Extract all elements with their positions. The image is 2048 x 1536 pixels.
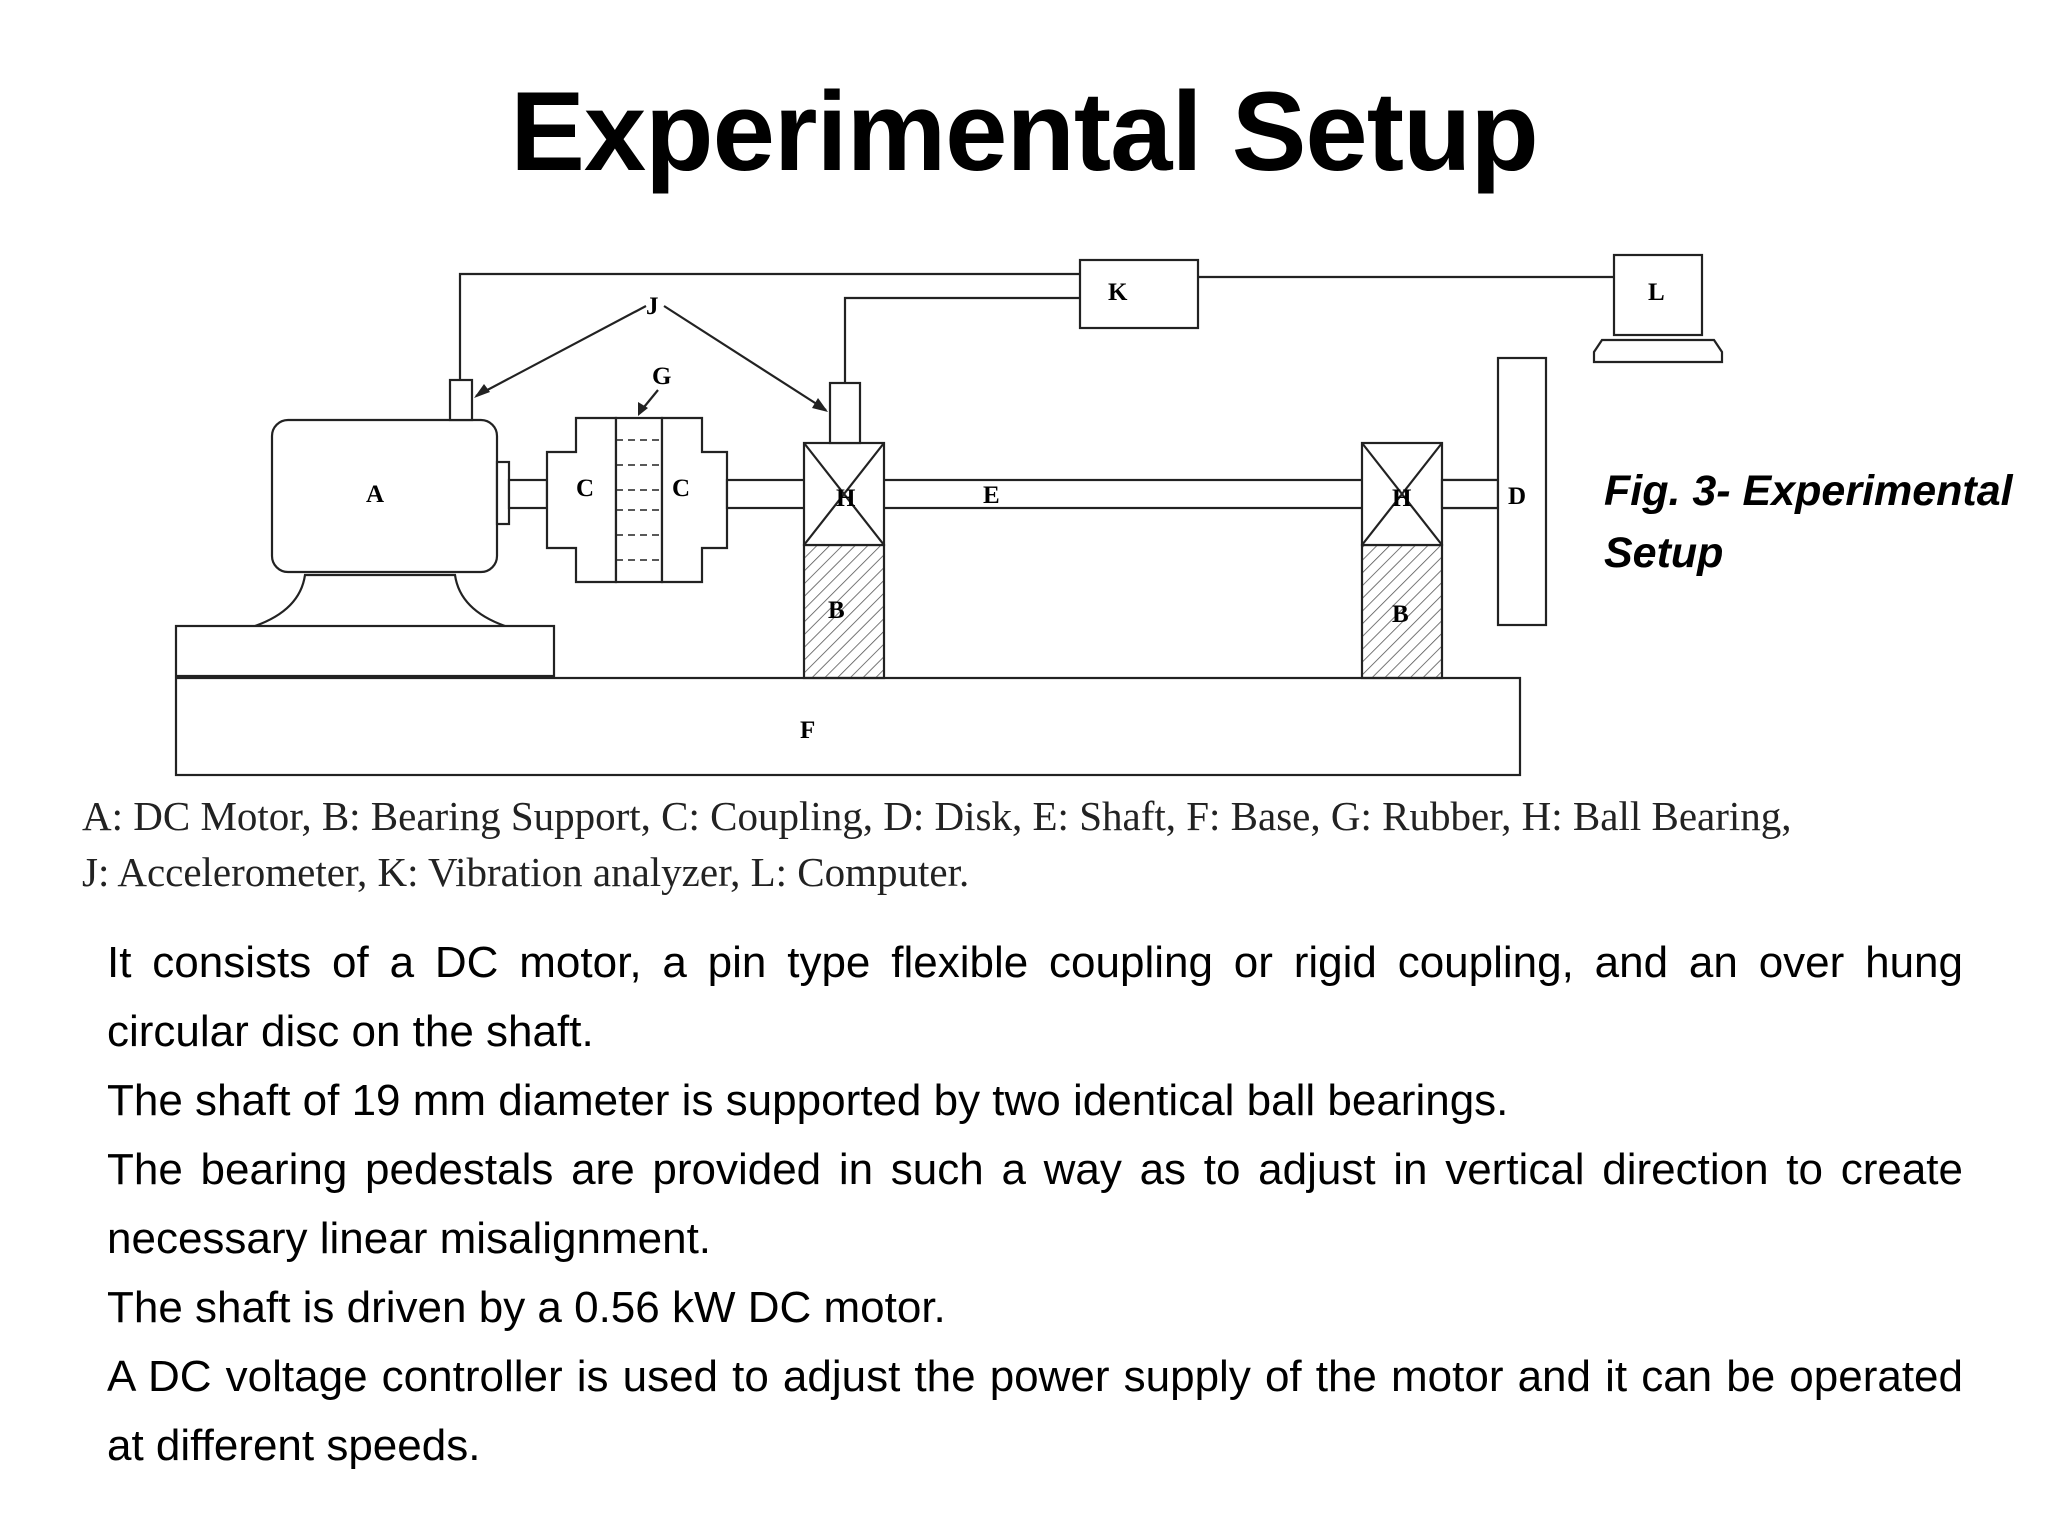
arrow-j-bearing bbox=[663, 305, 827, 411]
motor-body bbox=[270, 418, 499, 574]
label-coupling-left: C bbox=[576, 475, 594, 502]
disk bbox=[1496, 356, 1548, 627]
shaft-end bbox=[1440, 478, 1500, 510]
experimental-setup-diagram: A C C G J K L H E B H B D F bbox=[174, 253, 1724, 777]
paragraph: A DC voltage controller is used to adjus… bbox=[107, 1352, 1963, 1470]
bearing-accelerometer bbox=[828, 381, 862, 445]
computer-keyboard bbox=[1592, 338, 1724, 364]
motor-platform bbox=[174, 624, 556, 678]
label-computer: L bbox=[1648, 279, 1665, 306]
motor-feet bbox=[254, 573, 506, 628]
label-disk: D bbox=[1508, 483, 1526, 510]
support-left bbox=[802, 543, 886, 680]
label-shaft: E bbox=[983, 482, 1000, 509]
label-rubber: G bbox=[652, 363, 671, 390]
rubber-block bbox=[614, 416, 664, 584]
legend-line: J: Accelerometer, K: Vibration analyzer,… bbox=[82, 849, 970, 895]
motor-shaft-stub bbox=[495, 460, 511, 526]
label-analyzer: K bbox=[1108, 279, 1128, 306]
label-coupling-right: C bbox=[672, 475, 690, 502]
paragraph: The shaft is driven by a 0.56 kW DC moto… bbox=[107, 1283, 946, 1332]
coupling-right-half bbox=[660, 416, 729, 584]
support-right bbox=[1360, 543, 1444, 680]
label-motor: A bbox=[366, 481, 384, 508]
body-text: It consists of a DC motor, a pin type fl… bbox=[107, 928, 1963, 1480]
cable-bearing bbox=[843, 296, 1080, 383]
paragraph: It consists of a DC motor, a pin type fl… bbox=[107, 938, 1963, 1056]
cable-motor bbox=[458, 272, 1080, 380]
motor-accelerometer bbox=[448, 378, 474, 422]
label-accelerometer: J bbox=[646, 293, 659, 320]
figure-caption: Fig. 3- Experimental Setup bbox=[1604, 467, 2013, 577]
diagram-legend: A: DC Motor, B: Bearing Support, C: Coup… bbox=[82, 788, 2022, 900]
paragraph: The bearing pedestals are provided in su… bbox=[107, 1145, 1963, 1263]
label-bearing-right: H bbox=[1392, 485, 1412, 512]
legend-line: A: DC Motor, B: Bearing Support, C: Coup… bbox=[82, 793, 1792, 839]
label-support-left: B bbox=[828, 597, 845, 624]
label-support-right: B bbox=[1392, 601, 1409, 628]
base-rect bbox=[174, 676, 1522, 777]
label-base: F bbox=[800, 717, 815, 744]
vibration-analyzer bbox=[1078, 258, 1200, 330]
computer-monitor bbox=[1612, 253, 1704, 337]
page-title: Experimental Setup bbox=[510, 69, 1539, 194]
motor-shaft-left bbox=[507, 478, 549, 510]
arrow-j-motor bbox=[475, 305, 647, 397]
paragraph: The shaft of 19 mm diameter is supported… bbox=[107, 1076, 1509, 1125]
label-bearing-left: H bbox=[836, 485, 856, 512]
